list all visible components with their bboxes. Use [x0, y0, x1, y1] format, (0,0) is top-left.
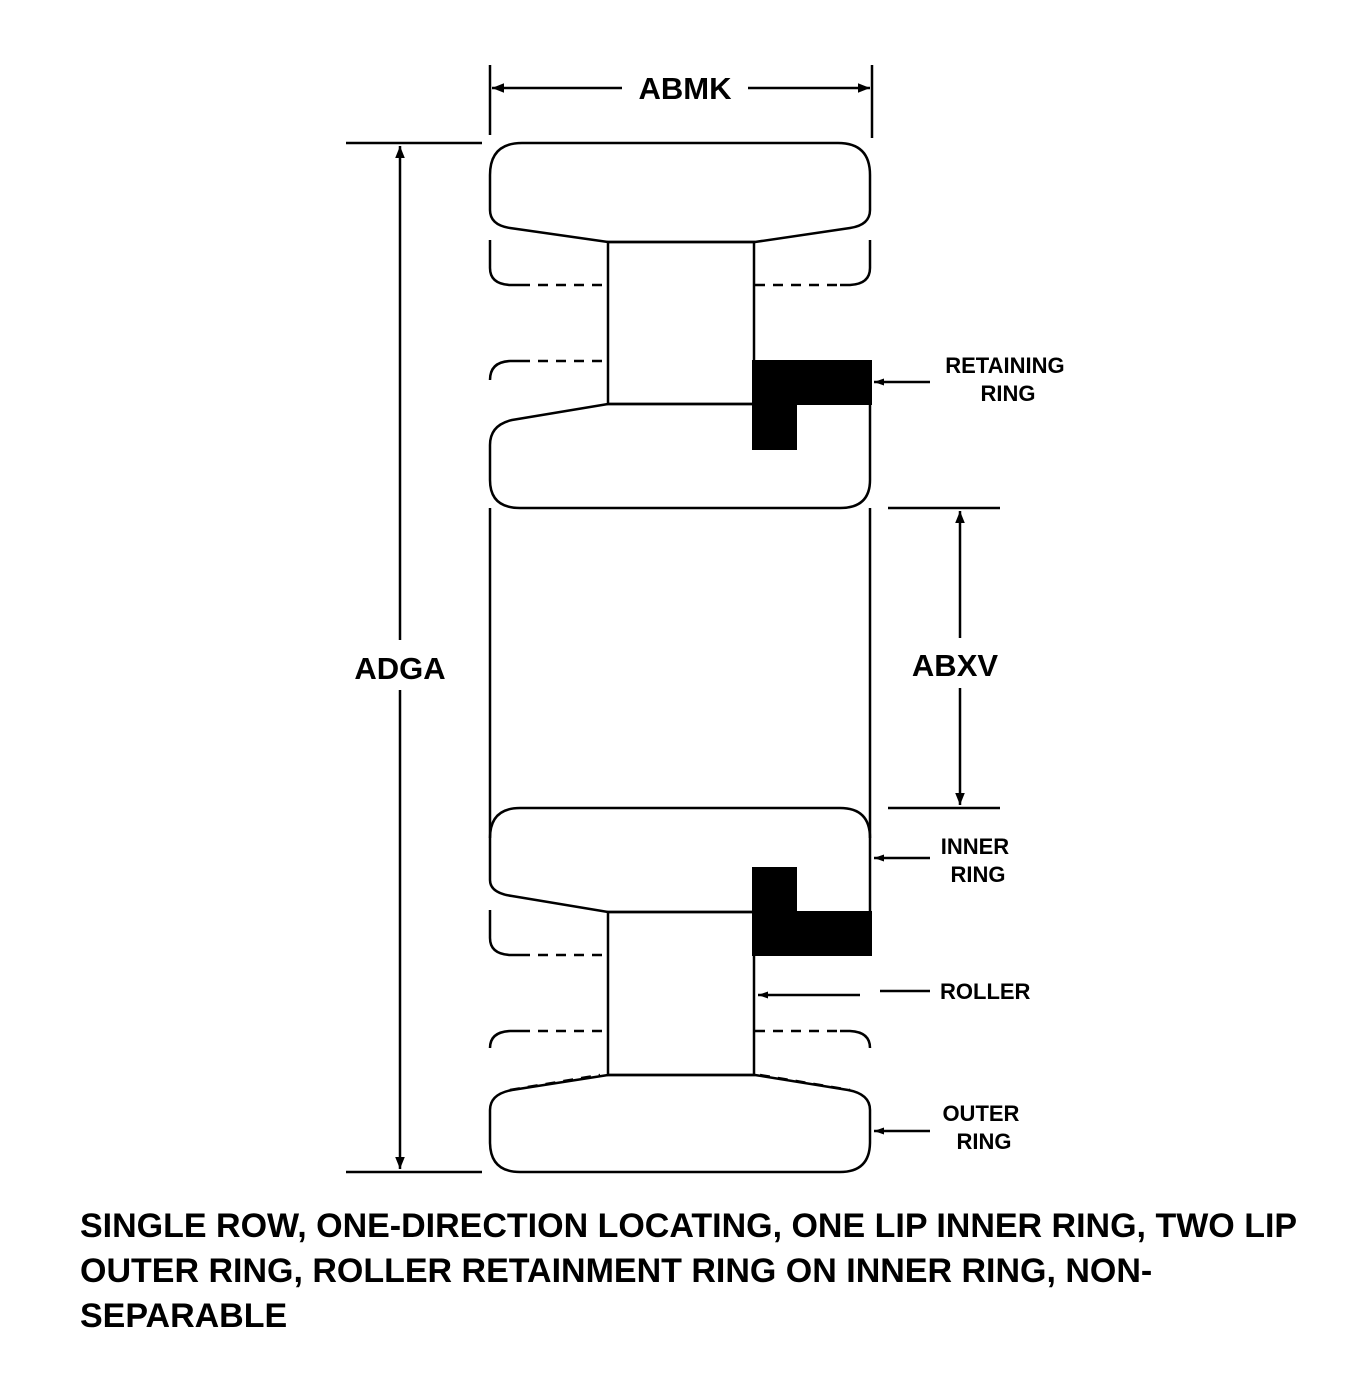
callout-roller: ROLLER — [758, 979, 1031, 1004]
upper-retaining-ring — [752, 360, 872, 450]
lower-outer-lip-right — [840, 1029, 872, 1049]
upper-outer-lip-left — [488, 240, 520, 287]
lower-outer-lip-left — [488, 1029, 520, 1049]
lower-outer-ring — [488, 1073, 872, 1174]
upper-roller — [606, 240, 756, 406]
lower-inner-ring — [488, 806, 872, 912]
lower-retaining-ring — [752, 867, 872, 956]
lower-roller — [606, 910, 756, 1077]
outer-diameter-label: ADGA — [354, 651, 445, 686]
upper-inner-ring — [488, 359, 520, 381]
roller-label: ROLLER — [940, 979, 1031, 1004]
width-dimension: ABMK — [488, 65, 874, 138]
outer-ring-label-line2: RING — [957, 1129, 1012, 1154]
inner-ring-label-line1: INNER — [941, 834, 1010, 859]
callout-inner-ring: INNER RING — [874, 834, 1016, 887]
svg-text:OUTER RING: OUTER RING — [942, 1101, 1025, 1154]
svg-text:RETAINING RING: RETAINING RING — [945, 353, 1071, 406]
upper-section — [488, 141, 872, 510]
bore-label: ABXV — [912, 648, 998, 683]
width-label: ABMK — [639, 71, 733, 106]
bore-dimension: ABXV — [888, 506, 1000, 810]
upper-outer-ring — [488, 141, 872, 244]
outer-diameter-dimension: ADGA — [346, 141, 482, 1174]
callout-outer-ring: OUTER RING — [874, 1101, 1025, 1154]
retaining-ring-label-line1: RETAINING — [945, 353, 1064, 378]
upper-outer-lip-right — [840, 240, 872, 287]
retaining-ring-label-line2: RING — [981, 381, 1036, 406]
callout-retaining-ring: RETAINING RING — [874, 353, 1071, 406]
diagram-caption: SINGLE ROW, ONE-DIRECTION LOCATING, ONE … — [80, 1207, 1297, 1335]
inner-ring-label-line2: RING — [951, 862, 1006, 887]
svg-text:INNER RING: INNER RING — [941, 834, 1016, 887]
lower-section — [488, 806, 872, 1174]
outer-ring-label-line1: OUTER — [942, 1101, 1019, 1126]
